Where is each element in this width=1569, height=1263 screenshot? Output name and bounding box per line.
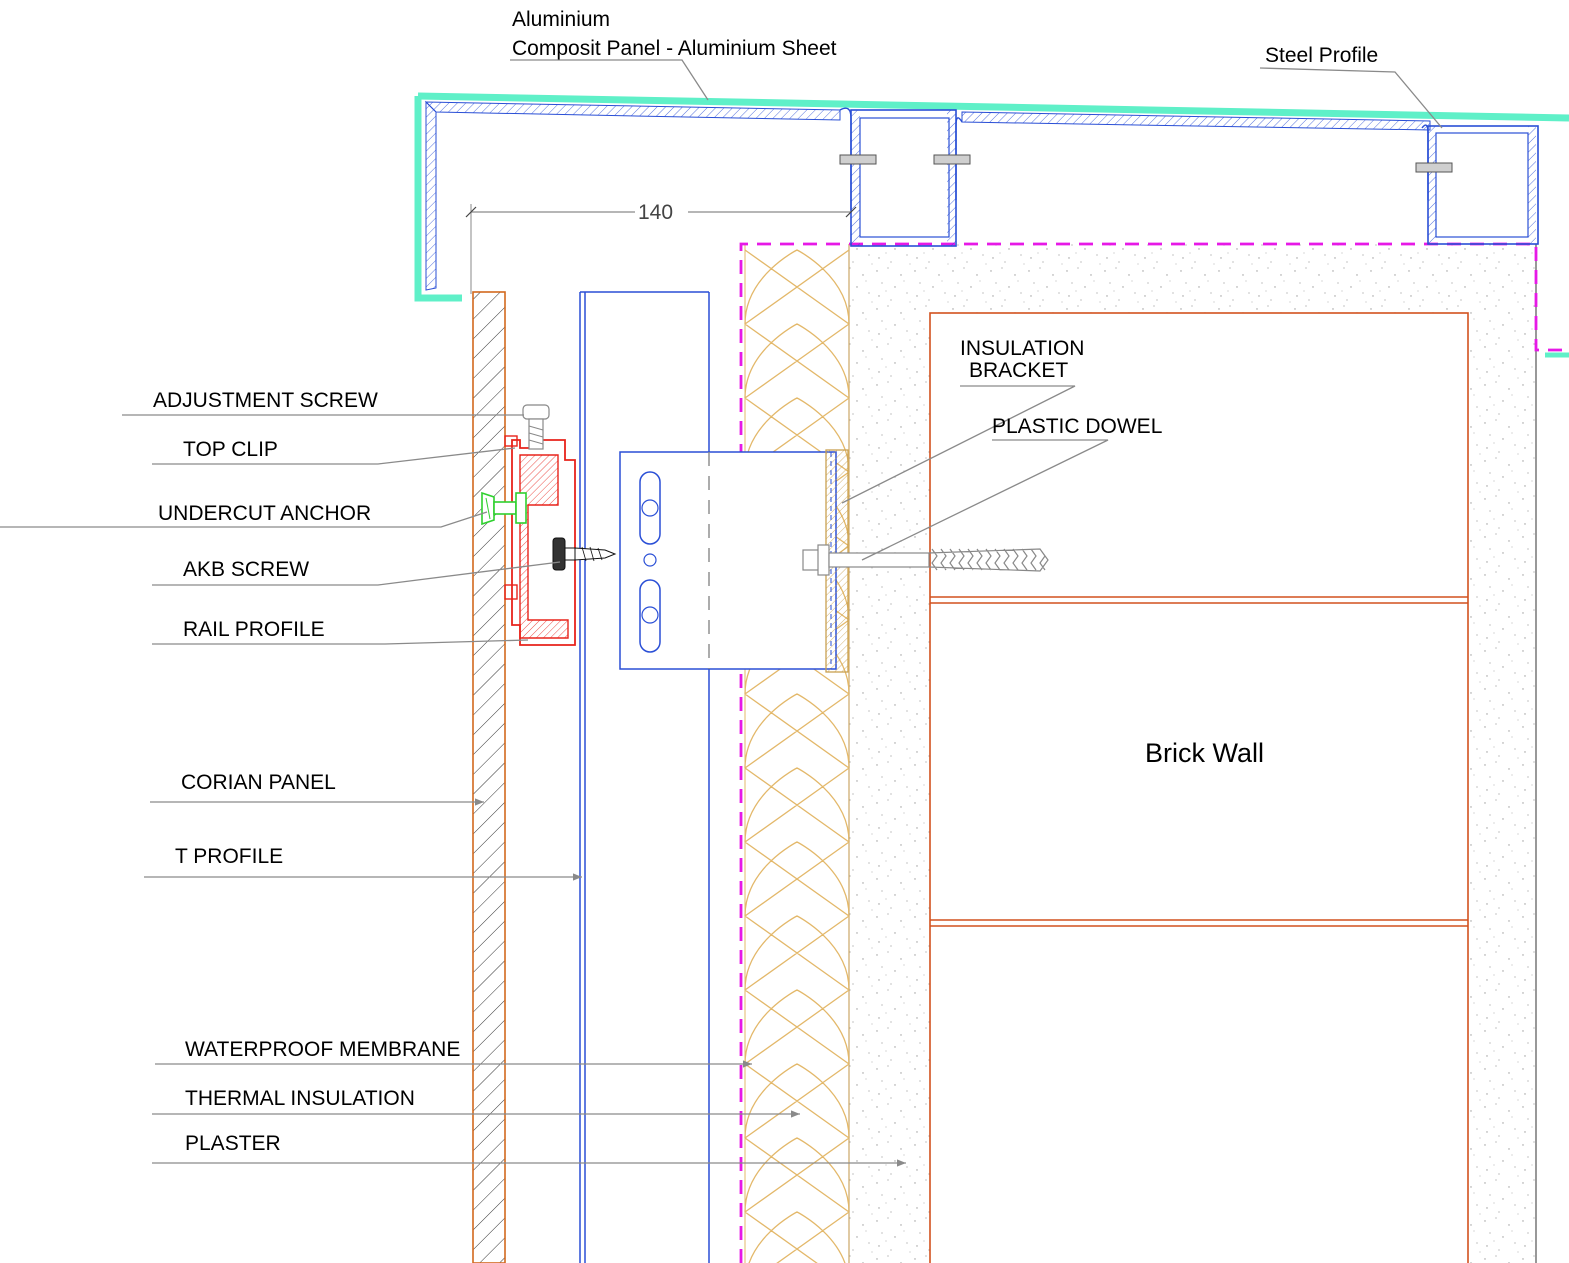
plastic-dowel: [802, 544, 1049, 576]
label-undercut-anchor: UNDERCUT ANCHOR: [158, 502, 371, 525]
label-akb-screw: AKB SCREW: [183, 558, 309, 581]
steel-profiles: [839, 107, 1539, 247]
wall-bracket: [619, 449, 849, 673]
label-aluminium-line2: Composit Panel - Aluminium Sheet: [512, 37, 837, 60]
rail-profile-clip: [504, 435, 576, 646]
label-adjustment-screw: ADJUSTMENT SCREW: [153, 389, 378, 412]
adjustment-screw: [522, 404, 550, 450]
label-plastic-dowel: PLASTIC DOWEL: [992, 415, 1162, 438]
label-steel-profile: Steel Profile: [1265, 44, 1378, 67]
label-top-clip: TOP CLIP: [183, 438, 278, 461]
corian-panel: [472, 291, 506, 1263]
brick-wall: [929, 312, 1469, 1263]
brick-wall-label: Brick Wall: [1145, 738, 1264, 768]
label-insulation-bracket-line2: BRACKET: [969, 359, 1068, 382]
label-aluminium-line1: Aluminium: [512, 8, 610, 31]
label-thermal-insulation: THERMAL INSULATION: [185, 1087, 415, 1110]
label-t-profile: T PROFILE: [175, 845, 283, 868]
dimension-140: [465, 204, 857, 294]
aluminium-coping: [414, 92, 1569, 358]
label-corian-panel: CORIAN PANEL: [181, 771, 336, 794]
label-waterproof-membrane: WATERPROOF MEMBRANE: [185, 1038, 460, 1061]
label-insulation-bracket-line1: INSULATION: [960, 337, 1084, 360]
dimension-label: 140: [638, 201, 673, 224]
label-rail-profile: RAIL PROFILE: [183, 618, 325, 641]
t-profile: [579, 291, 710, 1263]
label-plaster: PLASTER: [185, 1132, 281, 1155]
leader-lines: [0, 59, 1443, 1167]
akb-screw: [552, 537, 617, 571]
undercut-anchor: [481, 491, 527, 526]
thermal-insulation: [744, 244, 850, 1263]
